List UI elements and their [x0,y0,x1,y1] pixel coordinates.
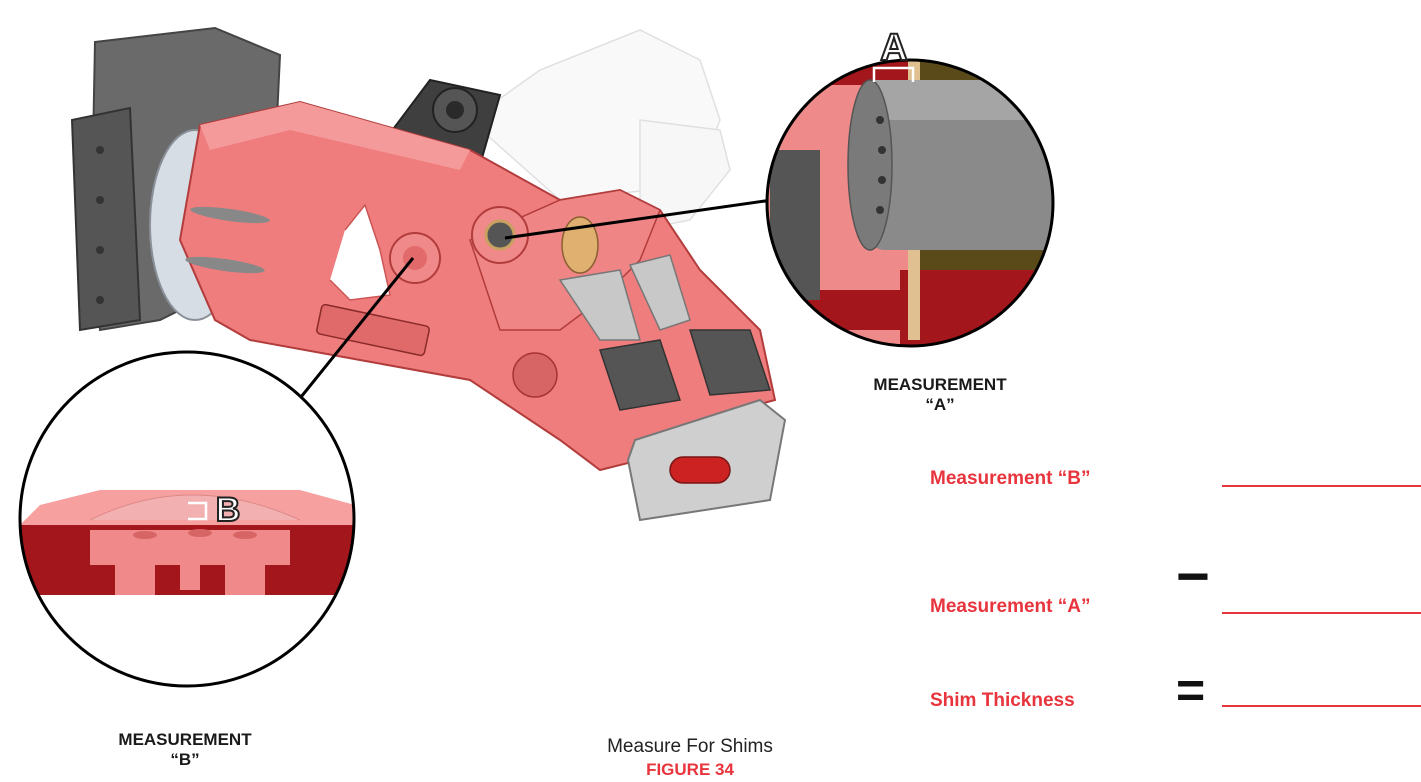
callout-letter-b: B [215,491,242,529]
row-shim-thickness-label: Shim Thickness [930,690,1075,711]
row-measurement-a-label: Measurement “A” [930,596,1091,617]
callout-letter-a: A [879,27,908,69]
figure-number: FIGURE 34 [646,760,734,779]
equals-sign: = [1176,662,1206,718]
measurement-b-label-line1: MEASUREMENT [118,730,252,749]
minus-sign: − [1176,544,1210,609]
leader-line-b [295,257,415,403]
measurement-a-label-line1: MEASUREMENT [873,375,1007,394]
figure-caption: Measure For Shims [607,736,773,757]
row-shim-thickness-blank [1222,705,1421,707]
row-measurement-b-blank [1222,485,1421,487]
measurement-a-label: MEASUREMENT “A” [840,375,1040,415]
row-measurement-a-blank [1222,612,1421,614]
measurement-b-label-line2: “B” [170,750,200,769]
row-measurement-b-label: Measurement “B” [930,468,1091,489]
measurement-a-label-line2: “A” [925,395,955,414]
detail-circle-b [20,352,354,686]
measurement-b-label: MEASUREMENT “B” [85,730,285,770]
leader-line-a [504,198,773,240]
detail-circle-a [767,60,1053,346]
